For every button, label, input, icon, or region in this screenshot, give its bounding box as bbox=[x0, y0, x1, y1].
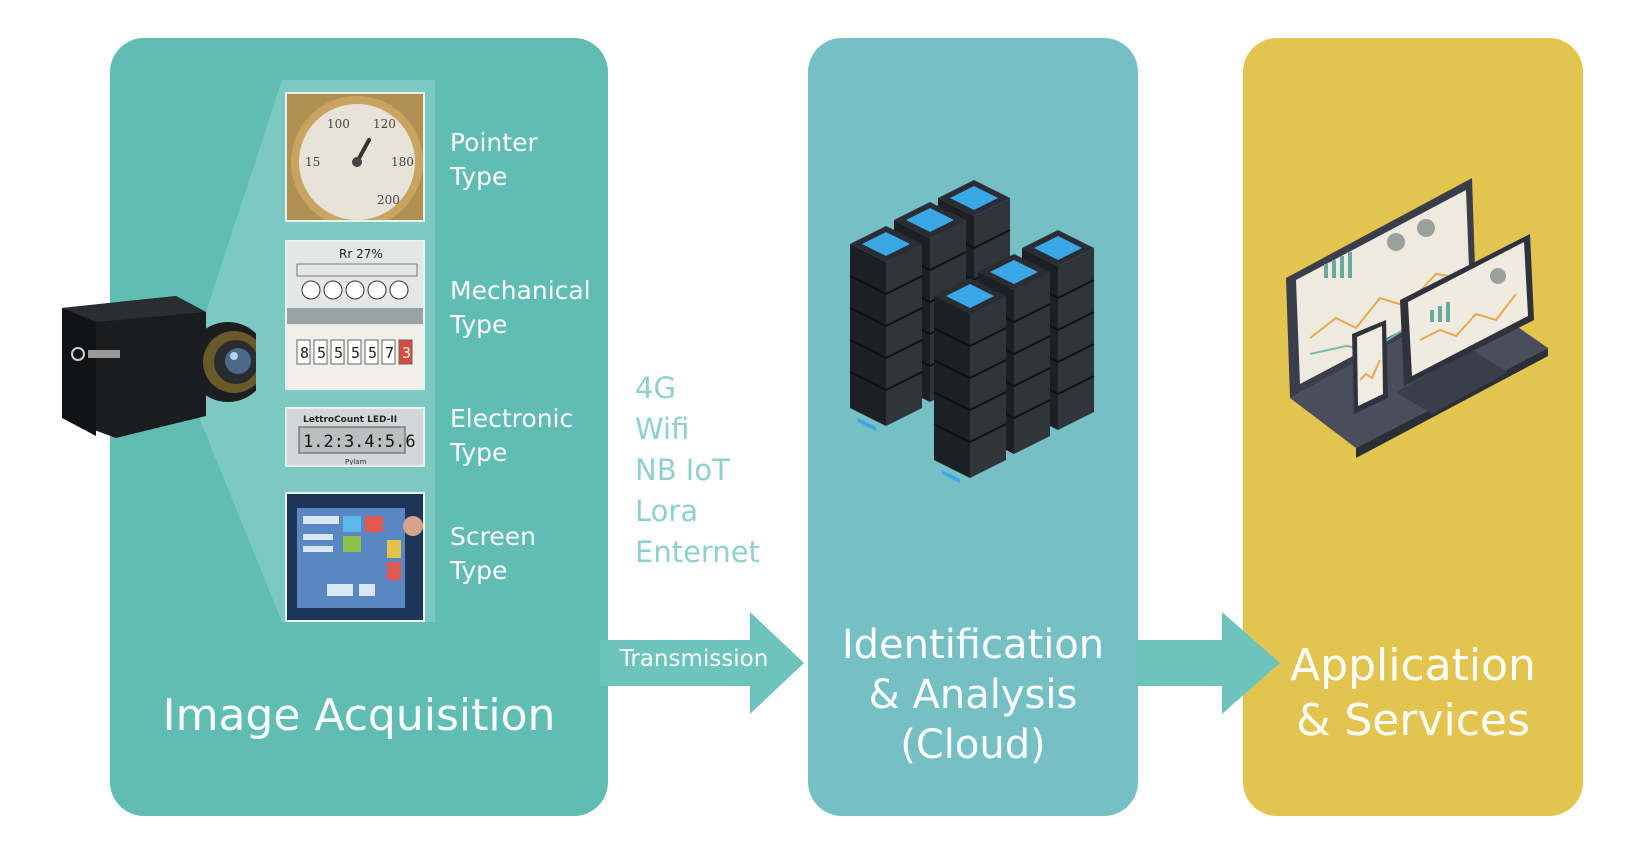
meter-label-screen: Screen Type bbox=[450, 522, 536, 585]
image-acquisition-title: Image Acquisition bbox=[162, 690, 556, 741]
mech-digit-cell bbox=[347, 339, 362, 365]
gauge-label-top-right: 120 bbox=[373, 117, 396, 131]
lcd-maker: Pylam bbox=[345, 458, 367, 466]
screen-meter-image bbox=[285, 492, 425, 622]
mech-digit: 5 bbox=[368, 344, 377, 362]
protocol-list: 4G Wifi NB IoT Lora Enternet bbox=[635, 368, 760, 573]
transmission-arrow bbox=[600, 612, 804, 714]
lcd-reading: 1.2:3.4:5.6 bbox=[303, 432, 416, 452]
mech-digit: 7 bbox=[385, 344, 394, 362]
mech-digit-cell bbox=[296, 339, 311, 365]
protocol-item: Lora bbox=[635, 494, 699, 528]
meter-label-mechanical: Mechanical Type bbox=[450, 276, 591, 339]
application-services-title: Application & Services bbox=[1290, 640, 1536, 746]
server-rack-icon bbox=[849, 180, 1095, 484]
mech-digit-cell bbox=[313, 339, 328, 365]
mech-percent: Rr 27% bbox=[339, 247, 383, 261]
protocol-item: NB IoT bbox=[635, 453, 730, 487]
analysis-to-app-arrow bbox=[1136, 612, 1280, 714]
mech-digit: 8 bbox=[300, 344, 309, 362]
lcd-brand: LettroCount LED-II bbox=[303, 415, 397, 425]
mech-digit: 5 bbox=[334, 344, 343, 362]
phone-icon bbox=[1352, 320, 1388, 414]
pointer-meter-image: 100 120 15 180 200 bbox=[285, 92, 425, 222]
protocol-item: 4G bbox=[635, 371, 676, 405]
mech-digit-cell bbox=[398, 339, 413, 365]
meter-label-pointer: Pointer Type bbox=[450, 128, 538, 191]
gauge-label-left: 15 bbox=[305, 155, 320, 169]
gauge-label-top: 100 bbox=[327, 117, 350, 131]
mech-digit: 5 bbox=[351, 344, 360, 362]
mech-digit-cell bbox=[330, 339, 345, 365]
camera-icon bbox=[62, 296, 256, 438]
transmission-label: Transmission bbox=[619, 646, 769, 672]
cloud-analysis-title: Identification & Analysis (Cloud) bbox=[841, 622, 1105, 768]
mech-digit-cell bbox=[381, 339, 396, 365]
meter-label-electronic: Electronic Type bbox=[450, 404, 574, 467]
protocol-item: Wifi bbox=[635, 412, 690, 446]
gauge-label-bottom: 200 bbox=[377, 193, 400, 207]
electronic-meter-image: LettroCount LED-II 1.2:3.4:5.6 Pylam bbox=[285, 407, 425, 467]
gauge-label-right: 180 bbox=[391, 155, 414, 169]
mech-digit: 5 bbox=[317, 344, 326, 362]
protocol-item: Enternet bbox=[635, 535, 760, 569]
mech-digit-cell bbox=[364, 339, 379, 365]
tablet-icon bbox=[1400, 234, 1534, 386]
mech-digit: 3 bbox=[402, 344, 411, 362]
